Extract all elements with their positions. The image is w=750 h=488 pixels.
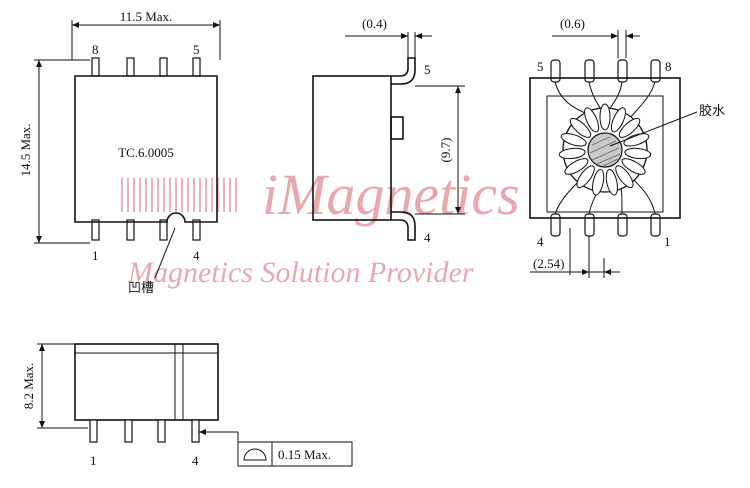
- internal-pin-1: [650, 213, 661, 237]
- side-body: [312, 75, 392, 221]
- wire-pin8: [629, 81, 656, 119]
- front-pin-2: [124, 419, 133, 443]
- front-height-label: 8.2 Max.: [21, 363, 36, 410]
- side-lead-top: [391, 57, 416, 85]
- side-pin-label-4: 4: [424, 230, 431, 245]
- lead-width-arrows: [611, 33, 633, 39]
- wire-pin1: [629, 175, 656, 215]
- notch-label: 凹槽: [128, 280, 154, 295]
- watermark-logo-bars: [121, 178, 237, 212]
- glue-center: [587, 132, 623, 168]
- pin-bottom-3: [159, 219, 168, 241]
- height-dimension-label: 14.5 Max.: [18, 123, 33, 176]
- pin-top-3: [159, 57, 168, 77]
- lead-thickness-arrows: [401, 33, 422, 39]
- internal-base-inner: [546, 95, 664, 213]
- pin-label-4: 4: [193, 248, 200, 263]
- pin-bottom-4: [192, 219, 201, 241]
- front-pin-3: [157, 419, 166, 443]
- internal-pin-label-5: 5: [537, 59, 544, 74]
- notch-leader-line: [154, 227, 176, 279]
- width-dimension-label: 11.5 Max.: [120, 9, 173, 24]
- glue-hatching: [589, 136, 621, 167]
- surface-profile-icon: [243, 448, 267, 461]
- side-lead-bottom: [391, 211, 416, 241]
- watermark: iMagnetics Magnetics Solution Provider: [121, 162, 520, 289]
- front-view: 8.2 Max. 1 4 0.15 Max.: [21, 343, 353, 468]
- pin-label-5: 5: [193, 42, 200, 57]
- internal-pin-label-1: 1: [664, 234, 671, 249]
- front-body: [74, 343, 219, 421]
- toroid-winding-turns: [558, 103, 652, 196]
- pin-bottom-1: [91, 219, 100, 241]
- front-pin-1: [89, 419, 98, 443]
- pin-top-2: [126, 57, 135, 77]
- internal-pin-8: [650, 59, 661, 83]
- pin-bottom-2: [126, 219, 135, 241]
- coplanarity-arrow: [199, 429, 206, 435]
- pitch-label: (2.54): [533, 256, 564, 271]
- top-view: 11.5 Max. 14.5 Max. TC.6.0005 8 5 1 4 凹槽: [18, 9, 221, 295]
- glue-label: 胶水: [699, 103, 725, 118]
- coplanarity-label: 0.15 Max.: [278, 447, 331, 462]
- coplanarity-frame: [237, 441, 353, 467]
- internal-view: (0.6): [529, 16, 725, 278]
- side-view: (0.4) 5 4 (9.7): [312, 16, 465, 245]
- internal-base-outer: [529, 77, 681, 219]
- watermark-subtitle: Magnetics Solution Provider: [127, 256, 474, 289]
- glue-leader-line: [609, 111, 698, 147]
- part-number: TC.6.0005: [118, 145, 174, 160]
- component-body: [74, 75, 218, 223]
- pin-top-4: [192, 57, 201, 77]
- internal-pin-label-8: 8: [665, 59, 672, 74]
- front-pin-label-4: 4: [192, 453, 199, 468]
- side-pin-label-5: 5: [424, 62, 431, 77]
- front-pin-4: [191, 419, 200, 443]
- pin-top-1: [91, 57, 100, 77]
- side-tab: [390, 116, 404, 140]
- pin-label-1: 1: [92, 248, 99, 263]
- internal-pin-label-4: 4: [537, 234, 544, 249]
- front-pin-label-1: 1: [90, 453, 97, 468]
- lead-thickness-label: (0.4): [362, 16, 387, 31]
- toroid-core: [558, 103, 652, 196]
- lead-span-label: (9.7): [438, 138, 453, 163]
- pin-label-8: 8: [92, 42, 99, 57]
- internal-pin-7: [617, 59, 628, 83]
- lead-width-label: (0.6): [560, 16, 585, 31]
- pitch-arrows: [582, 269, 611, 275]
